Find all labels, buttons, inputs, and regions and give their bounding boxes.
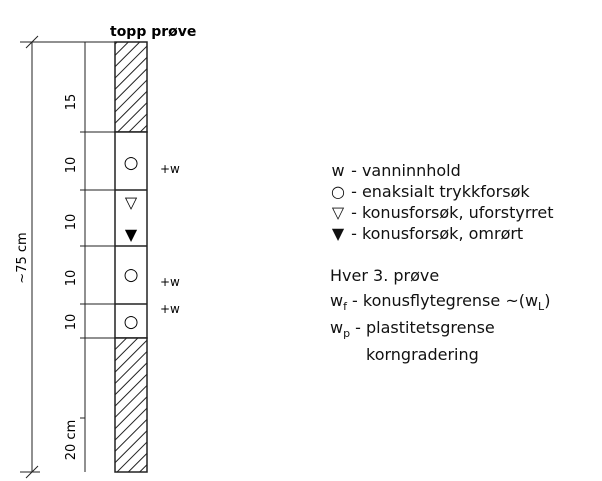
wp-base: w [330, 318, 344, 337]
triangle-open-icon: ▽ [331, 203, 345, 222]
total-dimension: ~75 cm [15, 35, 120, 479]
sample-column: ○ ▽ ▼ ○ ○ [114, 41, 148, 473]
wf-description: - konusflytegrense ~(w [346, 291, 539, 310]
legend: w - vanninnhold ○ - enaksialt trykkforsø… [330, 160, 553, 365]
legend-row-circle: ○ - enaksialt trykkforsøk [330, 181, 553, 202]
wf-subscript: f [343, 300, 347, 313]
w-label-2: +w [160, 275, 180, 289]
every-third-heading: Hver 3. prøve [330, 266, 440, 285]
segment-label-10c: 10 [64, 270, 79, 287]
triangle-filled-icon: ▼ [331, 224, 345, 243]
wl-subscript: L [538, 300, 545, 313]
legend-row-wp: wp - plastitetsgrense [330, 317, 553, 344]
segment-label-10a: 10 [64, 157, 79, 174]
w-label-3: +w [160, 302, 180, 316]
triangle-filled-marker: ▼ [125, 225, 138, 244]
circle-marker-1: ○ [124, 153, 139, 173]
w-description: - vanninnhold [346, 161, 461, 180]
circle-marker-2: ○ [124, 265, 139, 285]
segment-label-20: 20 cm [64, 420, 79, 461]
hatched-bottom-section [114, 337, 148, 473]
w-label-1: +w [160, 162, 180, 176]
legend-row-wf: wf - konusflytegrense ~(wL) [330, 290, 553, 317]
segment-dimensions: 15 10 10 10 10 20 cm [64, 42, 115, 472]
wp-subscript: p [343, 327, 351, 340]
triangle-open-marker: ▽ [125, 193, 138, 212]
wf-base: w [330, 291, 344, 310]
wp-description: - plastitetsgrense [350, 318, 495, 337]
triangle-filled-description: - konusforsøk, omrørt [346, 224, 524, 243]
legend-row-triangle-filled: ▼ - konusforsøk, omrørt [330, 223, 553, 244]
legend-row-w: w - vanninnhold [330, 160, 553, 181]
grading-label: korngradering [366, 345, 479, 364]
triangle-open-description: - konusforsøk, uforstyrret [346, 203, 554, 222]
circle-marker-3: ○ [124, 312, 139, 332]
circle-description: - enaksialt trykkforsøk [346, 182, 530, 201]
circle-icon: ○ [331, 182, 345, 201]
total-length-label: ~75 cm [15, 232, 30, 283]
segment-label-15: 15 [64, 94, 79, 111]
segment-label-10b: 10 [64, 214, 79, 231]
hatched-top-section [114, 41, 148, 133]
w-symbol: w [331, 161, 345, 180]
legend-row-triangle-open: ▽ - konusforsøk, uforstyrret [330, 202, 554, 223]
title-topp-prove: topp prøve [110, 24, 196, 40]
wf-tail: ) [544, 291, 551, 310]
segment-label-10d: 10 [64, 314, 79, 331]
